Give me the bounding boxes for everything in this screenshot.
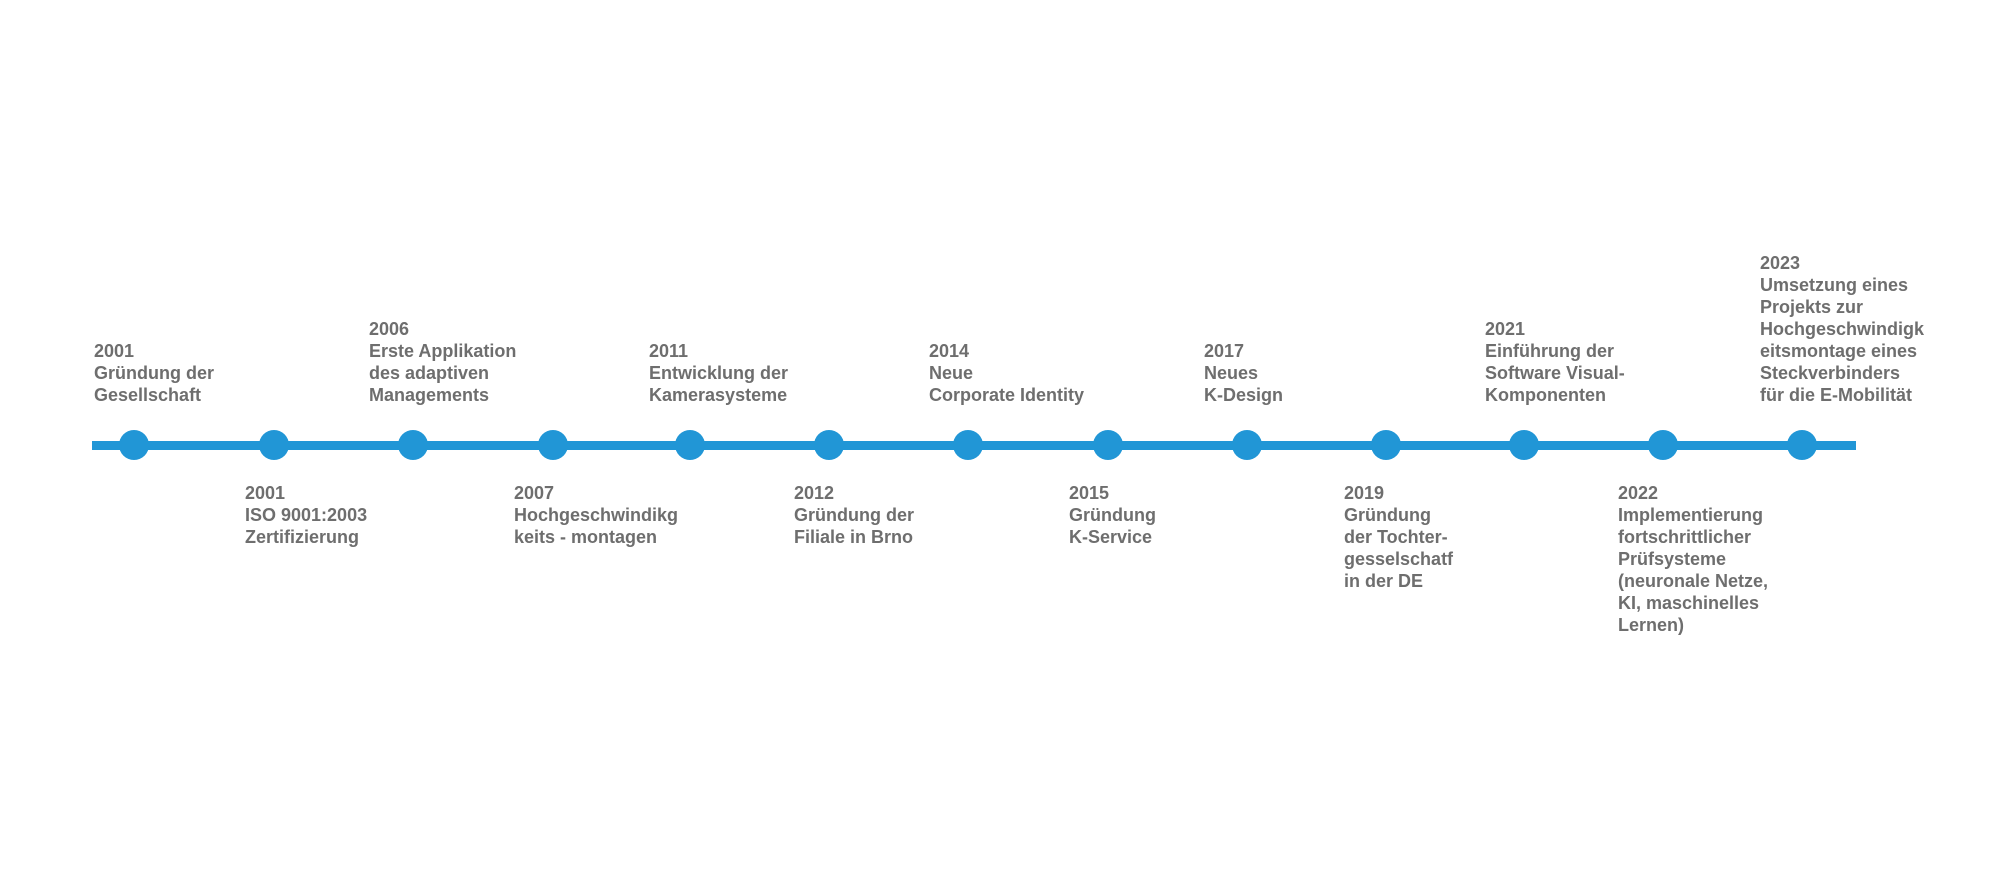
event-description-line: Gründung der	[794, 505, 914, 525]
event-year: 2006	[369, 319, 410, 339]
event-year: 2001	[94, 341, 135, 361]
event-description-line: des adaptiven	[369, 363, 490, 383]
timeline-dot-2007	[538, 430, 568, 460]
event-description-line: Einführung der	[1485, 341, 1614, 361]
event-description-line: Steckverbinders	[1760, 363, 1901, 383]
event-description-line: (neuronale Netze,	[1618, 571, 1769, 591]
event-description-line: gesselschatf	[1344, 549, 1454, 569]
event-description-line: Managements	[369, 385, 490, 405]
event-year: 2019	[1344, 483, 1385, 503]
timeline-dot-2017	[1232, 430, 1262, 460]
event-year: 2023	[1760, 253, 1801, 273]
timeline-dot-2012	[814, 430, 844, 460]
event-description-line: ISO 9001:2003	[245, 505, 368, 525]
event-description-line: Zertifizierung	[245, 527, 360, 547]
event-year: 2015	[1069, 483, 1110, 503]
timeline-dot-2011	[675, 430, 705, 460]
event-description-line: Gründung	[1069, 505, 1156, 525]
timeline-dot-2023	[1787, 430, 1817, 460]
event-description-line: Gründung der	[94, 363, 214, 383]
event-description-line: Hochgeschwindigk	[1760, 319, 1925, 339]
event-description-line: Komponenten	[1485, 385, 1606, 405]
event-description-line: fortschrittlicher	[1618, 527, 1752, 547]
event-year: 2001	[245, 483, 286, 503]
timeline-dot-2001	[119, 430, 149, 460]
event-year: 2012	[794, 483, 835, 503]
timeline-dot-2014	[953, 430, 983, 460]
timeline-dot-2021	[1509, 430, 1539, 460]
event-description-line: Corporate Identity	[929, 385, 1085, 405]
event-description-line: Hochgeschwindikg	[514, 505, 679, 525]
event-description-line: Erste Applikation	[369, 341, 517, 361]
event-description-line: der Tochter-	[1344, 527, 1448, 547]
event-description-line: Software Visual-	[1485, 363, 1625, 383]
event-description-line: K-Design	[1204, 385, 1284, 405]
event-description-line: Umsetzung eines	[1760, 275, 1909, 295]
event-description-line: für die E-Mobilität	[1760, 385, 1912, 405]
timeline-dot-2019	[1371, 430, 1401, 460]
timeline-dot-2006	[398, 430, 428, 460]
timeline-dot-2015	[1093, 430, 1123, 460]
event-year: 2011	[649, 341, 689, 361]
event-description-line: Lernen)	[1618, 615, 1685, 635]
event-description-line: Prüfsysteme	[1618, 549, 1727, 569]
event-description-line: Filiale in Brno	[794, 527, 914, 547]
timeline-dot-2022	[1648, 430, 1678, 460]
event-description-line: Entwicklung der	[649, 363, 789, 383]
event-year: 2021	[1485, 319, 1526, 339]
event-description-line: Projekts zur	[1760, 297, 1864, 317]
event-year: 2017	[1204, 341, 1245, 361]
event-description-line: KI, maschinelles	[1618, 593, 1760, 613]
event-description-line: eitsmontage eines	[1760, 341, 1918, 361]
event-description-line: Gesellschaft	[94, 385, 202, 405]
event-year: 2014	[929, 341, 970, 361]
event-description-line: Neues	[1204, 363, 1259, 383]
event-description-line: Gründung	[1344, 505, 1431, 525]
event-description-line: Implementierung	[1618, 505, 1764, 525]
event-description-line: Kamerasysteme	[649, 385, 788, 405]
event-description-line: keits - montagen	[514, 527, 658, 547]
event-description-line: Neue	[929, 363, 974, 383]
event-description-line: in der DE	[1344, 571, 1424, 591]
event-description-line: K-Service	[1069, 527, 1153, 547]
event-year: 2007	[514, 483, 555, 503]
event-year: 2022	[1618, 483, 1659, 503]
timeline-dot-2001	[259, 430, 289, 460]
